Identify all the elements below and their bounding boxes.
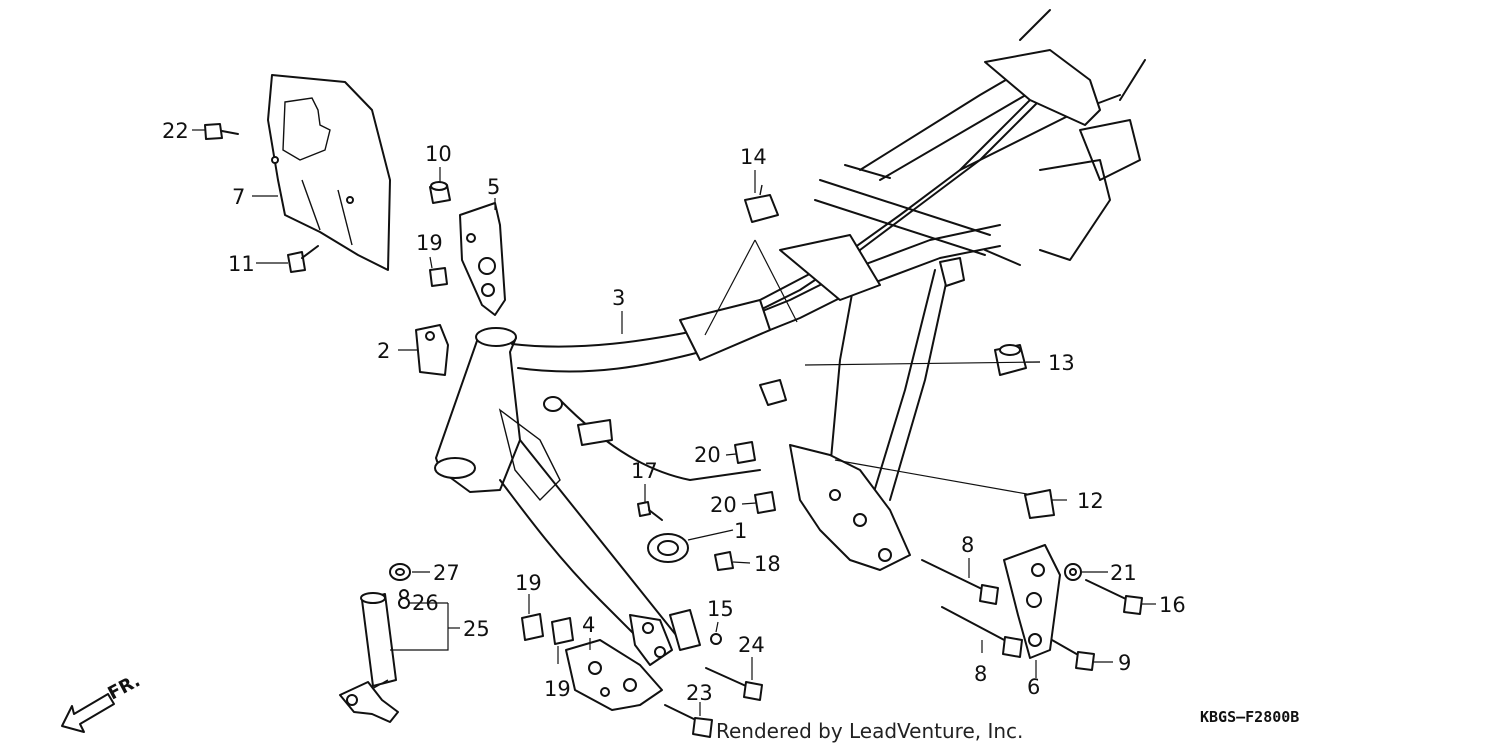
nut-18: [714, 551, 734, 571]
callout-9: 9: [1118, 651, 1131, 675]
callout-15: 15: [707, 597, 734, 621]
front-direction-arrow: FR.: [61, 670, 144, 733]
callout-6: 6: [1027, 675, 1040, 699]
callout-19-right: 19: [544, 677, 571, 701]
leader-lines: [192, 129, 1156, 716]
cable-clip-12: [1024, 489, 1055, 519]
callout-13: 13: [1048, 351, 1075, 375]
callout-labels: 1 2 3 4 5 6 7 8 8 9 10 11 12 13 14 15 16…: [162, 119, 1186, 705]
collar-19-right: [551, 617, 574, 645]
cable-guide-14: [744, 184, 779, 223]
lock-set-25: [339, 592, 399, 723]
screw-26: [398, 589, 410, 609]
bolt-9: [1051, 639, 1095, 671]
collar-19-left: [521, 613, 544, 641]
callout-18: 18: [754, 552, 781, 576]
callout-26: 26: [412, 591, 439, 615]
callout-8-upper: 8: [961, 533, 974, 557]
callout-11: 11: [228, 252, 255, 276]
callout-16: 16: [1159, 593, 1186, 617]
callout-24: 24: [738, 633, 765, 657]
callout-5: 5: [487, 175, 500, 199]
bolt-8-lower: [941, 606, 1023, 658]
render-credit: Rendered by LeadVenture, Inc.: [716, 719, 1023, 743]
callout-12: 12: [1077, 489, 1104, 513]
callout-19-left: 19: [515, 571, 542, 595]
bolt-8-upper: [921, 559, 999, 605]
callout-17: 17: [631, 459, 658, 483]
bushing-20-lower: [754, 491, 776, 514]
callout-1: 1: [734, 519, 747, 543]
callout-10: 10: [425, 142, 452, 166]
nut-27: [389, 563, 411, 581]
callout-23: 23: [686, 681, 713, 705]
cable-clip-13: [994, 344, 1027, 376]
bolt-24: [705, 667, 763, 701]
callout-19-upper: 19: [416, 231, 443, 255]
frame-body: [434, 9, 1146, 666]
callout-22: 22: [162, 119, 189, 143]
callout-21: 21: [1110, 561, 1137, 585]
heat-guard-plate: [267, 74, 391, 271]
diagram-code: KBGS–F2800B: [1200, 708, 1299, 726]
callout-8-lower: 8: [974, 662, 987, 686]
clamp-1: [647, 533, 689, 563]
bushing-20-upper: [734, 441, 756, 464]
bolt-23: [664, 704, 713, 738]
callout-20-lower: 20: [710, 493, 737, 517]
collar-19-upper: [429, 267, 448, 287]
callout-25: 25: [463, 617, 490, 641]
washer-21: [1064, 563, 1082, 581]
bolt-11: [287, 245, 319, 273]
callout-27: 27: [433, 561, 460, 585]
callout-20-upper: 20: [694, 443, 721, 467]
pin-15: [669, 609, 722, 651]
callout-7: 7: [232, 185, 245, 209]
grommet-10: [429, 181, 451, 204]
bracket-5: [459, 202, 506, 316]
callout-2: 2: [377, 339, 390, 363]
bolt-17: [637, 501, 663, 521]
callout-14: 14: [740, 145, 767, 169]
bolt-16: [1085, 579, 1143, 615]
bracket-4: [565, 639, 663, 711]
bracket-6: [1003, 544, 1061, 659]
clamp-2: [415, 324, 449, 376]
bolt-22: [204, 123, 239, 140]
callout-4: 4: [582, 613, 595, 637]
callout-3: 3: [612, 286, 625, 310]
